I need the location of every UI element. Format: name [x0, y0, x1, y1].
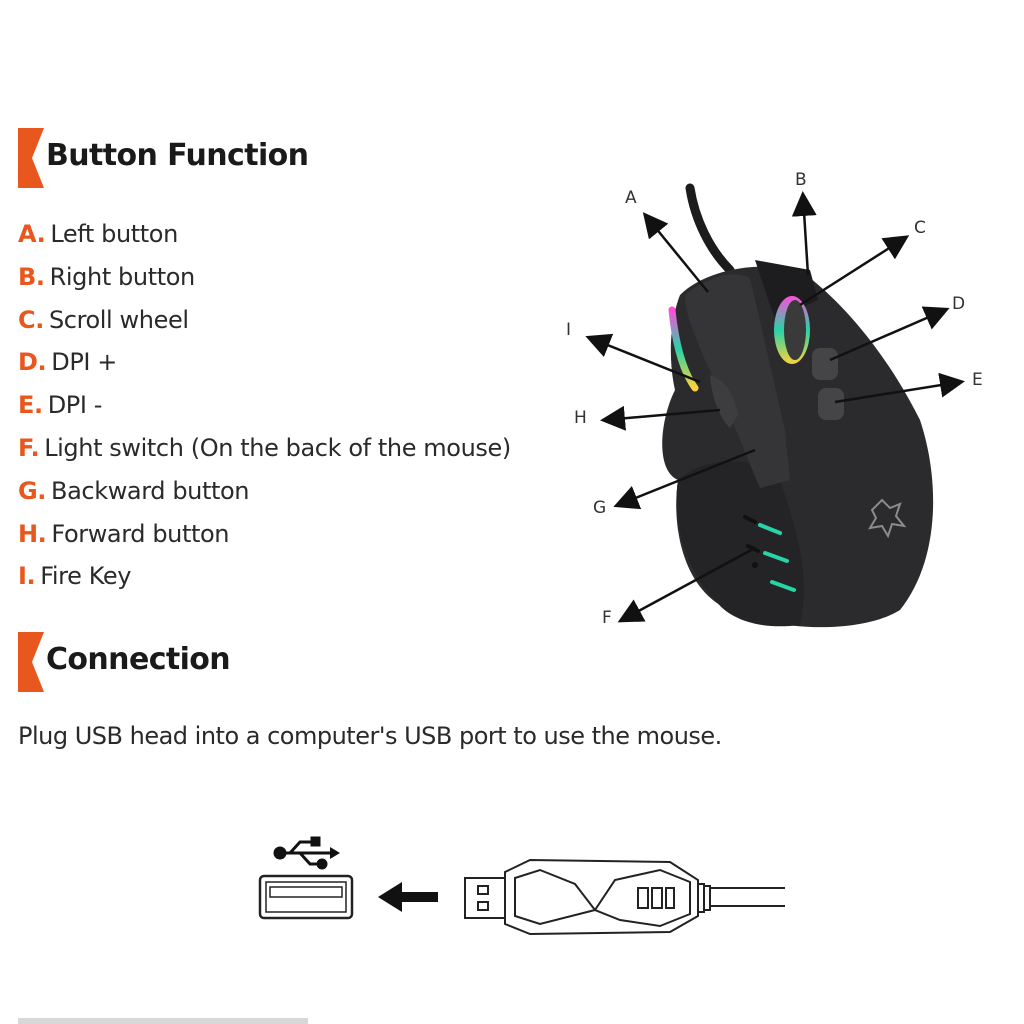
cropped-next-section [18, 1018, 308, 1024]
function-letter: A. [18, 220, 46, 248]
mouse-illustration [585, 183, 965, 628]
panther-logo-icon [868, 498, 907, 539]
usb-icon [273, 836, 340, 870]
dpi-minus-shape [818, 388, 844, 420]
callout-h: H [574, 408, 587, 428]
function-letter: E. [18, 391, 43, 420]
left-arrow-icon [378, 882, 438, 912]
left-button-shape [685, 274, 790, 488]
button-function-list: A.Left button B.Right button C.Scroll wh… [18, 215, 511, 600]
usb-diagram [240, 820, 800, 960]
function-letter: D. [18, 348, 47, 377]
button-function-title: Button Function [46, 138, 309, 173]
callout-g: G [593, 498, 607, 518]
heading-marker-icon [18, 128, 44, 188]
function-label: Scroll wheel [48, 305, 189, 334]
heading-marker-icon [18, 632, 44, 692]
function-label: Light switch (On the back of the mouse) [44, 433, 511, 462]
callout-a: A [625, 188, 637, 208]
mouse-diagram: A B C D E F G H I [560, 160, 1000, 640]
callout-e: E [972, 370, 983, 390]
function-item-h: H.Forward button [18, 515, 511, 558]
function-label: Backward button [51, 476, 250, 505]
function-item-a: A.Left button [18, 215, 511, 258]
callout-f: F [602, 608, 612, 628]
function-letter: I. [18, 562, 36, 591]
callout-b: B [795, 170, 807, 190]
function-letter: H. [18, 519, 47, 548]
function-item-b: B.Right button [18, 258, 511, 301]
function-item-d: D.DPI + [18, 343, 511, 386]
function-label: DPI + [51, 348, 118, 377]
function-letter: G. [18, 476, 47, 505]
function-item-e: E.DPI - [18, 386, 511, 429]
function-item-i: I.Fire Key [18, 557, 511, 600]
callout-d: D [952, 294, 966, 314]
function-label: DPI - [47, 391, 103, 420]
function-label: Forward button [51, 519, 230, 548]
function-letter: F. [18, 433, 40, 462]
function-label: Right button [49, 262, 196, 291]
function-item-f: F.Light switch (On the back of the mouse… [18, 429, 511, 472]
function-label: Left button [50, 220, 178, 248]
usb-connector-icon [464, 858, 785, 936]
callout-c: C [914, 218, 926, 238]
dpi-plus-shape [812, 348, 838, 380]
function-item-g: G.Backward button [18, 472, 511, 515]
function-letter: C. [18, 305, 44, 334]
function-letter: B. [18, 262, 45, 291]
callout-i: I [566, 320, 572, 340]
connection-title: Connection [46, 642, 231, 677]
usb-port-icon [258, 874, 354, 920]
function-item-c: C.Scroll wheel [18, 301, 511, 344]
function-label: Fire Key [40, 562, 132, 591]
connection-instructions: Plug USB head into a computer's USB port… [18, 722, 722, 750]
